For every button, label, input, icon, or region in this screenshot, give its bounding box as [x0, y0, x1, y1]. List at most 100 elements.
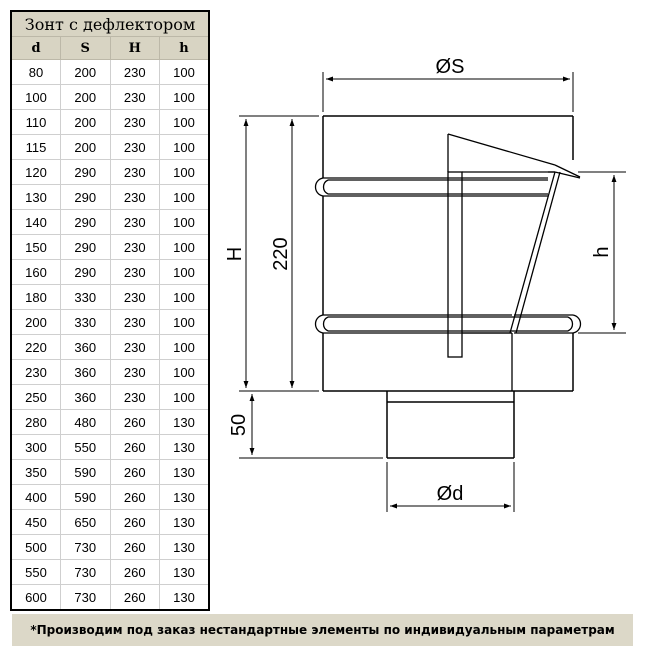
- cell-h-upper: 230: [109, 334, 160, 360]
- dimension-label-h-total: H: [224, 247, 246, 261]
- cell-h-lower: 100: [159, 284, 210, 310]
- cell-s: 730: [60, 584, 111, 611]
- cell-h-upper: 230: [109, 359, 160, 385]
- cell-h-lower: 100: [159, 309, 210, 335]
- cell-h-upper: 230: [109, 134, 160, 160]
- cell-h-lower: 100: [159, 59, 210, 85]
- cell-s: 730: [60, 559, 111, 585]
- cell-h-lower: 100: [159, 84, 210, 110]
- cell-h-upper: 230: [109, 284, 160, 310]
- cell-s: 360: [60, 384, 111, 410]
- cell-h-upper: 230: [109, 159, 160, 185]
- cell-s: 290: [60, 184, 111, 210]
- dimension-lines: [239, 72, 626, 512]
- cell-s: 480: [60, 409, 111, 435]
- dimension-label-s: ØS: [436, 56, 465, 78]
- cell-h-upper: 260: [109, 509, 160, 535]
- cell-d: 350: [10, 459, 61, 485]
- cell-h-lower: 100: [159, 234, 210, 260]
- cell-h-upper: 230: [109, 234, 160, 260]
- table-header-row: d S H h: [10, 36, 210, 60]
- cell-d: 80: [10, 59, 61, 85]
- table-title: Зонт с дефлектором: [10, 10, 210, 37]
- cell-h-lower: 100: [159, 384, 210, 410]
- cell-h-lower: 130: [159, 409, 210, 435]
- cell-h-lower: 130: [159, 559, 210, 585]
- cell-h-lower: 100: [159, 334, 210, 360]
- deflector-inner: [447, 133, 581, 391]
- cell-s: 590: [60, 459, 111, 485]
- cell-h-lower: 100: [159, 209, 210, 235]
- body-outline: [322, 115, 574, 392]
- cell-h-upper: 260: [109, 409, 160, 435]
- cell-h-upper: 260: [109, 584, 160, 611]
- cell-d: 550: [10, 559, 61, 585]
- cell-h-lower: 130: [159, 584, 210, 611]
- cell-h-lower: 100: [159, 159, 210, 185]
- cell-h-upper: 260: [109, 534, 160, 560]
- cell-d: 200: [10, 309, 61, 335]
- cell-d: 450: [10, 509, 61, 535]
- cell-h-upper: 230: [109, 309, 160, 335]
- cell-h-upper: 230: [109, 259, 160, 285]
- cell-s: 650: [60, 509, 111, 535]
- cell-d: 280: [10, 409, 61, 435]
- cell-h-upper: 230: [109, 109, 160, 135]
- cell-h-lower: 130: [159, 459, 210, 485]
- cell-d: 115: [10, 134, 61, 160]
- table-title-row: Зонт с дефлектором: [10, 10, 210, 37]
- column-header-h-lower: h: [159, 36, 210, 60]
- cell-s: 730: [60, 534, 111, 560]
- cell-s: 200: [60, 59, 111, 85]
- cell-d: 150: [10, 234, 61, 260]
- cell-d: 600: [10, 584, 61, 611]
- cell-d: 180: [10, 284, 61, 310]
- cell-h-lower: 100: [159, 359, 210, 385]
- column-header-s: S: [60, 36, 111, 60]
- cell-d: 130: [10, 184, 61, 210]
- cell-s: 290: [60, 234, 111, 260]
- cell-s: 290: [60, 209, 111, 235]
- cell-d: 100: [10, 84, 61, 110]
- dimension-label-220: 220: [270, 237, 292, 270]
- cell-h-lower: 100: [159, 259, 210, 285]
- cell-d: 400: [10, 484, 61, 510]
- cell-h-lower: 130: [159, 484, 210, 510]
- cell-h-lower: 100: [159, 184, 210, 210]
- cell-d: 230: [10, 359, 61, 385]
- cell-s: 290: [60, 159, 111, 185]
- cell-d: 500: [10, 534, 61, 560]
- cell-s: 330: [60, 309, 111, 335]
- cell-s: 330: [60, 284, 111, 310]
- dimension-label-d: Ød: [437, 483, 464, 505]
- cell-s: 550: [60, 434, 111, 460]
- cell-d: 140: [10, 209, 61, 235]
- cell-s: 360: [60, 334, 111, 360]
- cell-h-lower: 130: [159, 434, 210, 460]
- column-header-d: d: [10, 36, 61, 60]
- dimension-label-h: h: [591, 246, 613, 257]
- cell-d: 160: [10, 259, 61, 285]
- cell-h-lower: 130: [159, 534, 210, 560]
- cell-h-upper: 230: [109, 59, 160, 85]
